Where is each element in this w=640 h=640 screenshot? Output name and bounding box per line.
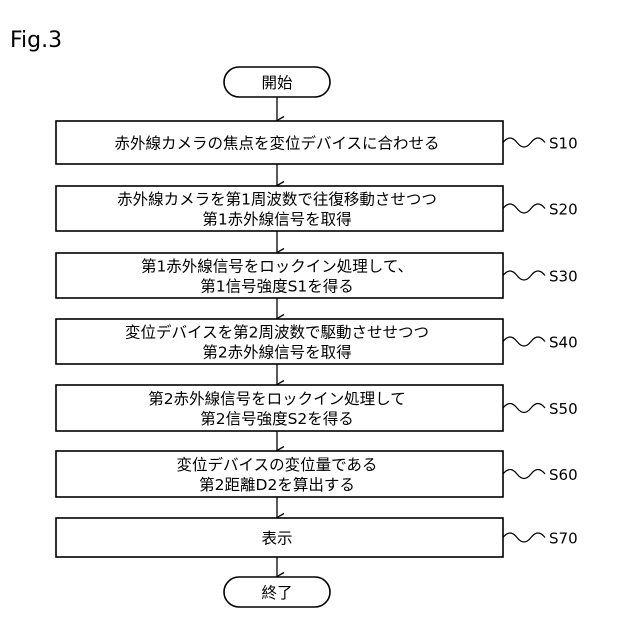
process-text-line: 表示 <box>261 530 292 548</box>
process-text-line: 第1赤外線信号を取得 <box>202 211 351 229</box>
step-leader-line <box>503 204 545 213</box>
start-terminator-text: 開始 <box>261 74 293 92</box>
step-label: S30 <box>549 268 578 286</box>
process-text-line: 第2信号強度S2を得る <box>200 410 354 428</box>
end-terminator-text: 終了 <box>261 584 292 602</box>
process-text-line: 赤外線カメラの焦点を変位デバイスに合わせる <box>114 134 439 153</box>
process-text-line: 第1赤外線信号をロックイン処理して、 <box>141 258 413 276</box>
process-step-s70: 表示 S70 <box>56 518 578 557</box>
process-step-s60: 変位デバイスの変位量である第2距離D2を算出する S60 <box>56 451 578 497</box>
process-step-s30: 第1赤外線信号をロックイン処理して、第1信号強度S1を得る S30 <box>56 253 578 298</box>
step-label: S20 <box>549 201 578 219</box>
process-step-s20: 赤外線カメラを第1周波数で往復移動させつつ第1赤外線信号を取得 S20 <box>56 186 578 231</box>
step-label: S60 <box>549 466 578 484</box>
step-leader-line <box>503 138 545 147</box>
step-leader-line <box>503 337 545 346</box>
process-text-line: 第2赤外線信号をロックイン処理して <box>148 390 405 408</box>
step-leader-line <box>503 470 545 479</box>
process-text-line: 赤外線カメラを第1周波数で往復移動させつつ <box>117 191 437 209</box>
process-step-s50: 第2赤外線信号をロックイン処理して第2信号強度S2を得る S50 <box>56 385 578 431</box>
process-step-s10: 赤外線カメラの焦点を変位デバイスに合わせる S10 <box>56 121 578 164</box>
process-text-line: 変位デバイスの変位量である <box>177 455 378 474</box>
process-text-line: 第1信号強度S1を得る <box>200 278 354 296</box>
step-leader-line <box>503 533 545 542</box>
process-step-s40: 変位デバイスを第2周波数で駆動させせつつ第2赤外線信号を取得 S40 <box>56 319 578 364</box>
start-terminator: 開始 <box>224 67 330 97</box>
step-leader-line <box>503 271 545 280</box>
process-text-line: 変位デバイスを第2周波数で駆動させせつつ <box>125 323 429 342</box>
step-leader-line <box>503 404 545 413</box>
step-label: S70 <box>549 530 578 548</box>
step-label: S40 <box>549 334 578 352</box>
step-label: S10 <box>549 135 578 153</box>
step-label: S50 <box>549 400 578 418</box>
process-text-line: 第2距離D2を算出する <box>199 475 355 494</box>
end-terminator: 終了 <box>224 577 330 607</box>
process-text-line: 第2赤外線信号を取得 <box>202 344 351 362</box>
